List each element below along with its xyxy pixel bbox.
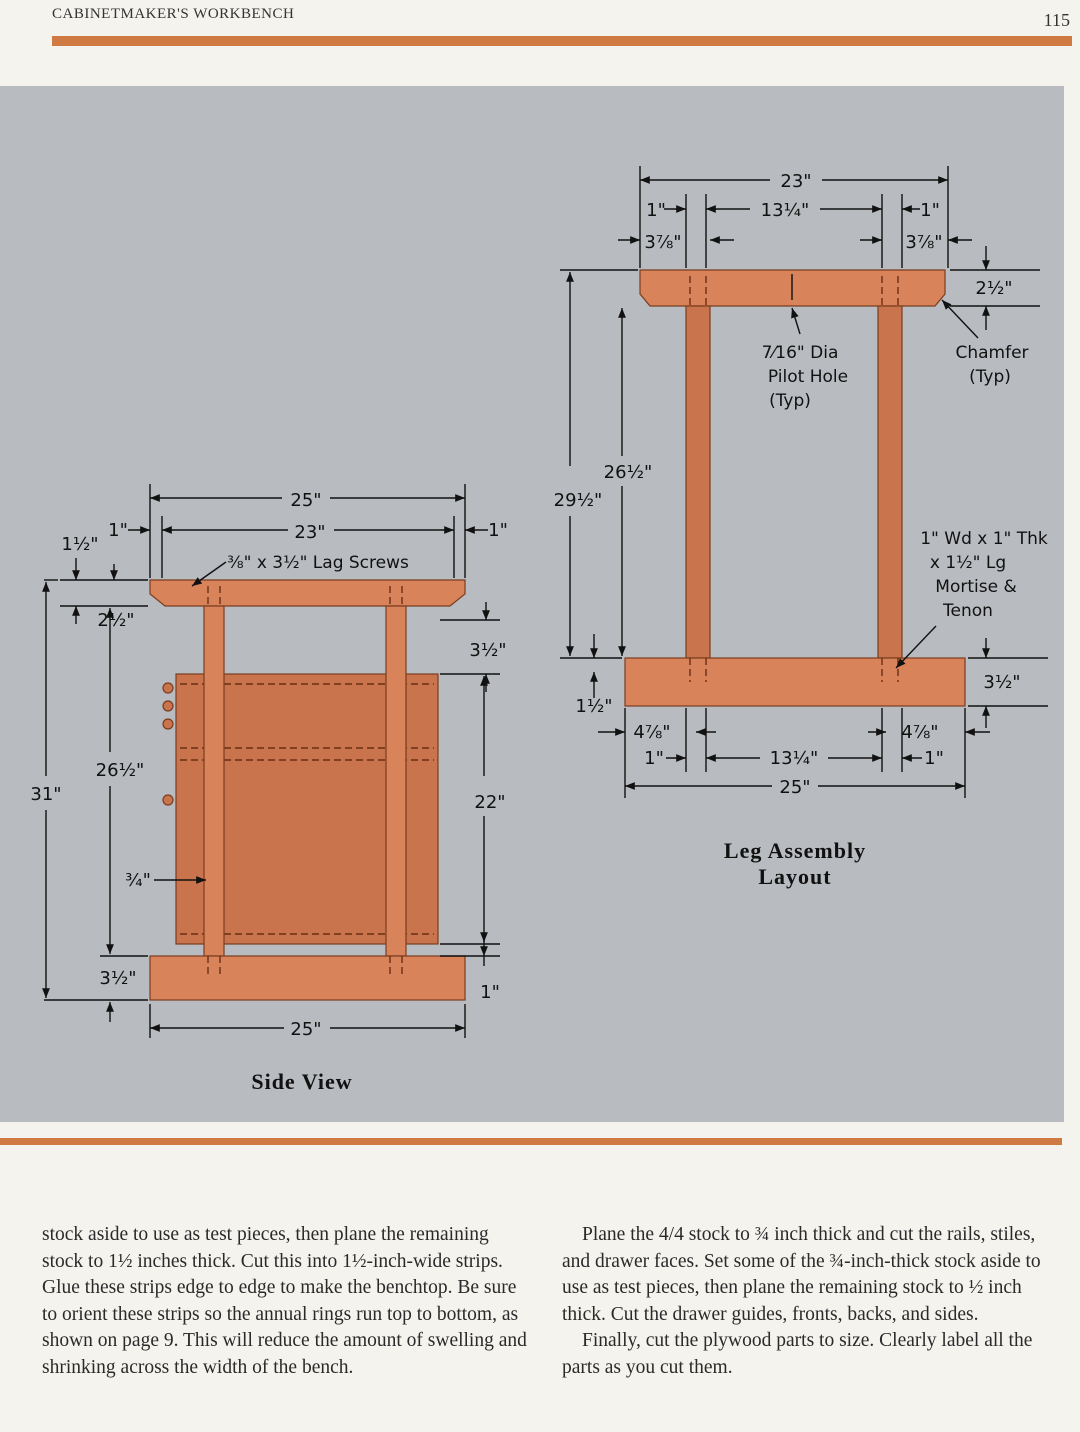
label-pilot-1: 7⁄16" Dia xyxy=(762,343,839,363)
leg-dim-bottom-overall: 25" xyxy=(779,777,810,798)
leg-dim-bot-right-inset: 1" xyxy=(924,748,944,769)
label-mortise-1: 1" Wd x 1" Thk xyxy=(920,529,1048,549)
side-dim-left-inset: 1" xyxy=(108,520,128,541)
leg-dim-top-center: 13¼" xyxy=(761,200,810,221)
side-dim-cabinet-height: 22" xyxy=(474,792,505,813)
leg-dim-top-thickness: 2½" xyxy=(975,278,1012,299)
leg-dim-bottom-lip: 1½" xyxy=(575,696,612,717)
page-number: 115 xyxy=(1043,10,1070,30)
leg-dim-bottom-thickness: 3½" xyxy=(983,672,1020,693)
body-column-right: Plane the 4/4 stock to ¾ inch thick and … xyxy=(562,1222,1052,1381)
body-paragraph-right-2: Finally, cut the plywood parts to size. … xyxy=(562,1330,1033,1378)
side-dim-top-inner: 23" xyxy=(294,522,325,543)
leg-dim-top-overall: 23" xyxy=(780,171,811,192)
label-pilot-3: (Typ) xyxy=(769,391,811,411)
leg-caption-line1: Leg Assembly xyxy=(724,838,866,863)
side-dim-top-lip: 1½" xyxy=(61,534,98,555)
label-mortise-3: Mortise & xyxy=(935,577,1016,597)
leg-caption-line2: Layout xyxy=(758,864,831,889)
side-label-lag-screws: ⅜" x 3½" Lag Screws xyxy=(227,553,409,573)
side-dim-leg-height: 26½" xyxy=(96,760,145,781)
side-dim-offset: ¾" xyxy=(125,870,151,891)
leg-dim-top-left-tenon: 3⅞" xyxy=(644,232,681,253)
side-caption: Side View xyxy=(251,1069,352,1094)
label-pilot-2: Pilot Hole xyxy=(768,367,848,387)
body-paragraph-right-1: Plane the 4/4 stock to ¾ inch thick and … xyxy=(562,1224,1041,1325)
side-dim-overall-height: 31" xyxy=(30,784,61,805)
leg-dim-top-right-inset: 1" xyxy=(920,200,940,221)
label-mortise-2: x 1½" Lg xyxy=(930,553,1006,573)
leg-assembly-drawing: 23" 1" 13¼" 1" 3⅞" 3⅞" 2½" xyxy=(554,166,1048,889)
label-chamfer-2: (Typ) xyxy=(969,367,1011,387)
leg-dim-bot-left-inset: 1" xyxy=(644,748,664,769)
leg-dim-overall-height: 29½" xyxy=(554,490,603,511)
body-paragraph-left: stock aside to use as test pieces, then … xyxy=(42,1224,527,1378)
figure-panel: 23" 1" 13¼" 1" 3⅞" 3⅞" 2½" xyxy=(0,86,1064,1122)
side-leg-right xyxy=(385,605,407,957)
running-head: CABINETMAKER'S WORKBENCH xyxy=(52,6,295,22)
leg-right xyxy=(877,305,903,659)
leg-dim-top-left-inset: 1" xyxy=(646,200,666,221)
side-foot xyxy=(149,955,466,1001)
leg-left xyxy=(685,305,711,659)
side-dim-bottom-thickness: 3½" xyxy=(99,968,136,989)
label-chamfer-1: Chamfer xyxy=(955,343,1028,363)
side-dim-bottom-gap: 1" xyxy=(480,982,500,1003)
side-dim-top-thickness: 2½" xyxy=(97,610,134,631)
side-dim-top-overall: 25" xyxy=(290,490,321,511)
side-dim-bottom-overall: 25" xyxy=(290,1019,321,1040)
side-benchtop xyxy=(149,579,466,607)
leg-dim-bot-right-tenon: 4⅞" xyxy=(901,722,938,743)
body-column-left: stock aside to use as test pieces, then … xyxy=(42,1222,532,1381)
leg-bottom-foot xyxy=(624,657,966,707)
leg-dim-top-right-tenon: 3⅞" xyxy=(905,232,942,253)
bottom-rule xyxy=(0,1138,1062,1145)
side-dim-cabinet-gap: 3½" xyxy=(469,640,506,661)
side-view-drawing: 25" 23" 1" 1" ⅜" x 3½" Lag Screws 1½" 2½… xyxy=(30,484,508,1094)
label-mortise-4: Tenon xyxy=(942,601,993,621)
drawing-svg: 23" 1" 13¼" 1" 3⅞" 3⅞" 2½" xyxy=(30,166,1048,1094)
side-leg-left xyxy=(203,605,225,957)
side-dim-right-inset: 1" xyxy=(488,520,508,541)
top-rule xyxy=(52,36,1072,46)
leg-dim-bot-center: 13¼" xyxy=(770,748,819,769)
leg-dim-bot-left-tenon: 4⅞" xyxy=(633,722,670,743)
leg-dim-between: 26½" xyxy=(604,462,653,483)
